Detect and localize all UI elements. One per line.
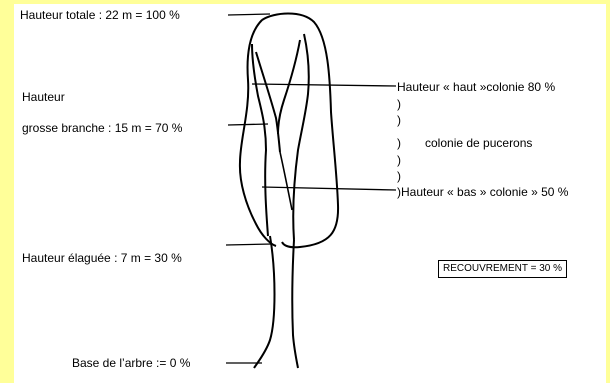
paren-5: ) bbox=[397, 169, 401, 183]
pruned-height-label: Hauteur élaguée : 7 m = 30 % bbox=[22, 251, 182, 265]
tree-branch-right bbox=[293, 34, 309, 240]
pointer-line-big-branch bbox=[228, 124, 268, 125]
total-height-label: Hauteur totale : 22 m = 100 % bbox=[20, 8, 180, 22]
colony-low-label: )Hauteur « bas » colonie » 50 % bbox=[397, 185, 568, 199]
tree-base-label: Base de l’arbre := 0 % bbox=[72, 356, 190, 370]
pointer-line-colony-low bbox=[262, 187, 396, 190]
tree-trunk-left bbox=[254, 236, 275, 368]
tree-branch-main bbox=[252, 44, 268, 236]
paren-4: ) bbox=[397, 153, 401, 167]
colony-name-label: colonie de pucerons bbox=[425, 136, 532, 150]
colony-high-label: Hauteur « haut »colonie 80 % bbox=[397, 80, 555, 94]
paren-2: ) bbox=[397, 113, 401, 127]
recouvrement-box: RECOUVREMENT = 30 % bbox=[438, 260, 567, 278]
big-branch-height-label: grosse branche : 15 m = 70 % bbox=[22, 121, 182, 135]
pointer-line-total bbox=[228, 14, 270, 15]
paren-3: ) bbox=[397, 136, 401, 150]
paren-1: ) bbox=[397, 97, 401, 111]
tree-branch-v-right bbox=[278, 40, 300, 134]
height-word-label: Hauteur bbox=[22, 90, 65, 104]
pointer-line-pruned bbox=[226, 244, 272, 245]
tree-crown-outline bbox=[240, 14, 338, 248]
tree-trunk-right bbox=[292, 240, 298, 368]
tree-branch-inner bbox=[280, 152, 292, 210]
pointer-line-colony-high bbox=[252, 84, 396, 86]
